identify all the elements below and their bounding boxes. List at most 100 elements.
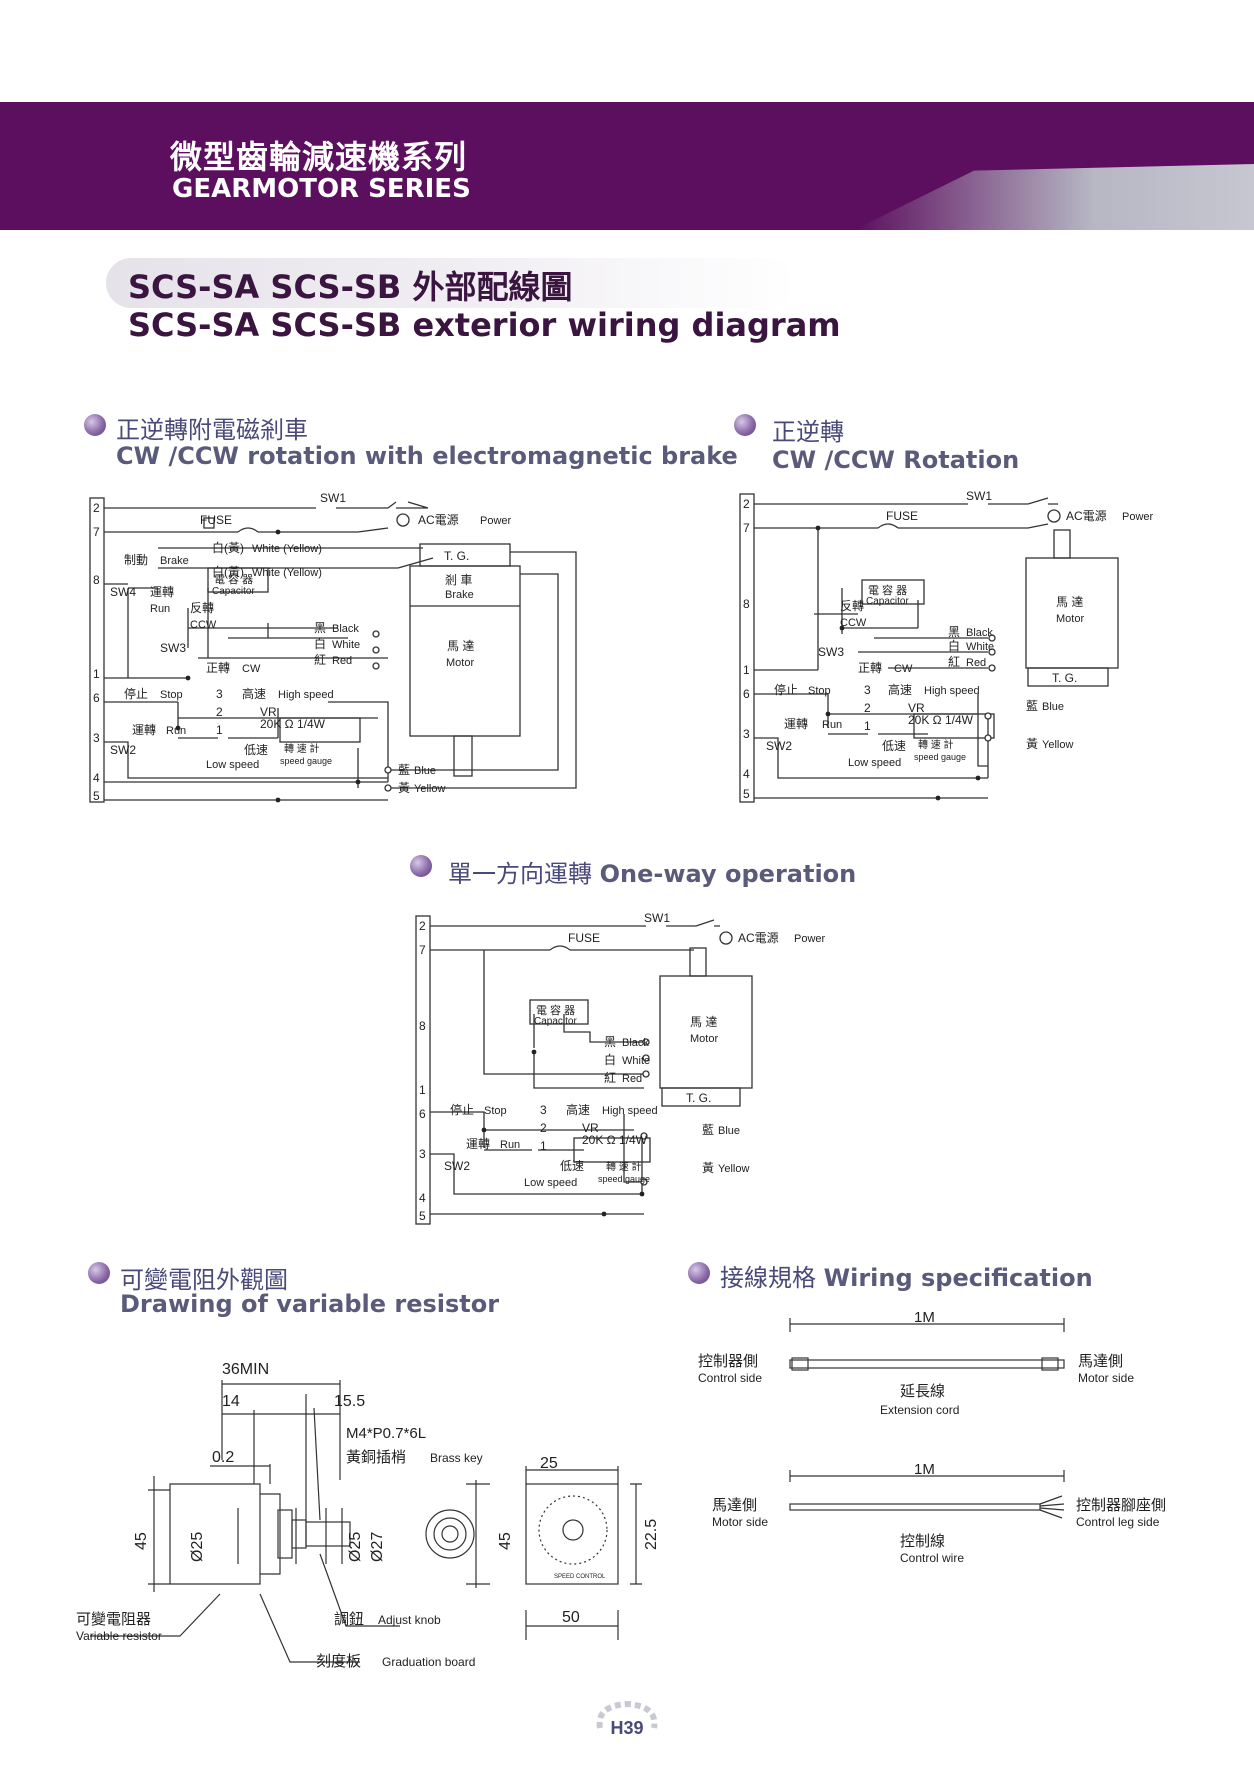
section-oneway-en: One-way operation — [599, 860, 857, 888]
bullet-icon — [84, 414, 106, 436]
terminal-2: 2 — [93, 501, 100, 515]
dim-45: 45 — [133, 1532, 150, 1550]
label-blue-zh: 藍 — [398, 763, 410, 777]
wiring-specification-drawing: 1M 控制器側 Control side 馬達側 Motor side 延長線 … — [698, 1310, 1166, 1565]
label-run-zh-2: 運轉 — [132, 723, 156, 737]
label-brake-box-en: Brake — [445, 589, 474, 601]
variable-resistor-drawing: 36MIN 14 15.5 M4*P0.7*6L 0.2 黃銅插梢 Brass … — [76, 1361, 660, 1670]
header-banner — [0, 102, 1254, 230]
graduation-board-en: Graduation board — [382, 1655, 475, 1669]
terminal-7: 7 — [419, 943, 426, 957]
control-wire-en: Control wire — [900, 1551, 964, 1565]
control-wire-zh: 控制線 — [900, 1533, 945, 1550]
label-n3: 3 — [216, 687, 223, 701]
label-vr-value: 20K Ω 1/4W — [582, 1133, 648, 1147]
label-cw-zh: 正轉 — [206, 661, 230, 675]
section-oneway-zh: 單一方向運轉 — [448, 860, 592, 888]
section-wiring-en: Wiring specification — [823, 1264, 1093, 1292]
label-n3: 3 — [540, 1103, 547, 1117]
label-run-en-2: Run — [166, 725, 186, 737]
terminal-2: 2 — [419, 919, 426, 933]
section-wiring: 接線規格 Wiring specification — [720, 1258, 1093, 1293]
label-fuse: FUSE — [200, 513, 232, 527]
terminal-4: 4 — [419, 1191, 426, 1205]
label-yellow-en: Yellow — [718, 1163, 749, 1175]
label-vr: VR — [908, 701, 925, 715]
label-run-zh: 運轉 — [466, 1137, 490, 1151]
terminal-7: 7 — [93, 525, 100, 539]
series-title-en: GEARMOTOR SERIES — [172, 174, 471, 204]
dim-d27: Ø27 — [369, 1532, 386, 1562]
length-1m: 1M — [914, 1310, 935, 1326]
label-sw1: SW1 — [966, 489, 992, 503]
bullet-icon — [688, 1262, 710, 1284]
label-red-zh: 紅 — [314, 653, 326, 667]
variable-resistor-en: Variable resistor — [76, 1629, 162, 1643]
dim-25: 25 — [540, 1455, 558, 1472]
label-fuse: FUSE — [886, 509, 918, 523]
section-brake-en: CW /CCW rotation with electromagnetic br… — [116, 442, 738, 470]
label-white-en: White — [622, 1055, 650, 1067]
label-vr: VR — [260, 705, 277, 719]
terminal-5: 5 — [93, 789, 100, 803]
dim-d25-2: Ø25 — [347, 1532, 364, 1562]
label-sw1: SW1 — [320, 491, 346, 505]
label-brake-en: Brake — [160, 555, 189, 567]
label-power: Power — [480, 515, 512, 527]
section-wiring-zh: 接線規格 — [720, 1264, 816, 1292]
control-leg-side-en: Control leg side — [1076, 1515, 1160, 1529]
label-ac-power: AC電源 — [418, 513, 459, 527]
label-gauge-zh: 轉 速 計 — [918, 738, 954, 751]
adjust-knob-zh: 調鈕 — [334, 1611, 364, 1628]
terminal-7: 7 — [743, 521, 750, 535]
label-brake-zh: 制動 — [124, 553, 148, 567]
label-n2: 2 — [540, 1121, 547, 1135]
label-vr-value: 20K Ω 1/4W — [908, 713, 974, 727]
label-black-zh: 黑 — [604, 1035, 616, 1049]
label-white-yellow-zh-2: 白(黃) — [212, 564, 244, 579]
label-tg: T. G. — [1052, 671, 1077, 685]
label-white-yellow-zh: 白(黃) — [212, 540, 244, 555]
dim-0-2: 0.2 — [212, 1449, 234, 1466]
dim-36min: 36MIN — [222, 1361, 269, 1378]
label-vr: VR — [582, 1121, 599, 1135]
section-rotation-en: CW /CCW Rotation — [772, 446, 1020, 474]
label-tg: T. G. — [686, 1091, 711, 1105]
label-vr-value: 20K Ω 1/4W — [260, 717, 326, 731]
label-capacitor-en: Capacitor — [534, 1016, 577, 1027]
label-blue-en: Blue — [1042, 701, 1064, 713]
dim-22-5: 22.5 — [643, 1519, 660, 1550]
terminal-1: 1 — [93, 667, 100, 681]
label-ccw-en: CCW — [190, 619, 217, 631]
label-stop-en: Stop — [808, 685, 831, 697]
label-ccw-zh: 反轉 — [190, 601, 214, 615]
extension-cord-zh: 延長線 — [900, 1383, 945, 1400]
label-stop-zh: 停止 — [774, 682, 798, 697]
label-white-yellow-en-2: White (Yellow) — [252, 567, 322, 579]
terminal-1: 1 — [419, 1083, 426, 1097]
label-power: Power — [794, 933, 826, 945]
section-oneway: 單一方向運轉 One-way operation — [448, 854, 856, 889]
terminal-6: 6 — [93, 691, 100, 705]
label-low-en: Low speed — [206, 759, 259, 771]
length-1m-2: 1M — [914, 1461, 935, 1478]
dim-50: 50 — [562, 1609, 580, 1626]
label-motor-en: Motor — [446, 657, 474, 669]
label-black-en: Black — [332, 623, 359, 635]
label-gauge-en: speed gauge — [598, 1174, 650, 1184]
label-black-en: Black — [622, 1037, 649, 1049]
label-red-zh: 紅 — [948, 655, 960, 669]
label-blue-en: Blue — [414, 765, 436, 777]
graduation-board-zh: 刻度板 — [316, 1652, 361, 1670]
control-side-zh: 控制器側 — [698, 1353, 758, 1370]
label-black-zh: 黑 — [314, 621, 326, 635]
terminal-6: 6 — [743, 687, 750, 701]
label-run-en: Run — [500, 1139, 520, 1151]
dim-45-2: 45 — [497, 1532, 514, 1550]
label-capacitor-zh: 電 容 器 — [868, 583, 907, 597]
label-ccw-zh: 反轉 — [840, 599, 864, 613]
motor-side-en: Motor side — [1078, 1371, 1134, 1385]
terminal-2: 2 — [743, 497, 750, 511]
label-motor-en: Motor — [1056, 613, 1084, 625]
label-gauge-zh: 轉 速 計 — [606, 1160, 642, 1173]
